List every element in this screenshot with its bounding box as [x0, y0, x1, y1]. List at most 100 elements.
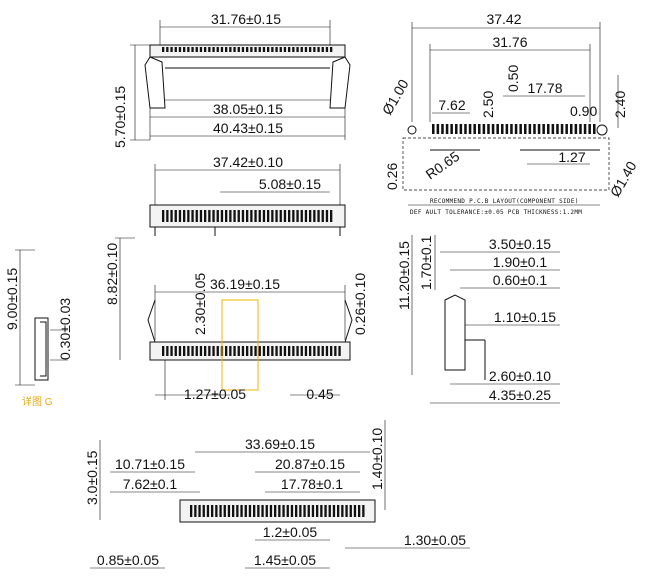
contact-pin [267, 346, 270, 356]
contact-pin [304, 346, 308, 356]
dim-pcb-gap: 0.50 [505, 65, 521, 92]
contact-pin [229, 47, 232, 52]
dim-rside-c: 0.60±0.1 [493, 272, 548, 288]
contact-pin [250, 346, 253, 356]
contact-pin [202, 505, 205, 517]
contact-pin [212, 47, 215, 52]
main-front-view: 8.82±0.10 36.19±0.15 2.30±0.05 0.26±0.10… [104, 237, 368, 402]
contact-pin [275, 346, 278, 356]
dim-side-thick: 0.30±0.03 [57, 298, 73, 360]
contact-pin [261, 505, 264, 517]
pcb-pad [501, 124, 504, 134]
contact-pin [212, 210, 215, 222]
contact-pin [267, 47, 270, 52]
contact-pin [292, 210, 295, 222]
contact-pin [341, 505, 344, 517]
contact-pin [170, 210, 173, 222]
contact-pin [362, 505, 365, 517]
contact-pin [330, 346, 333, 356]
contact-pin [257, 505, 260, 517]
contact-pin [195, 47, 198, 52]
dim-pcb-pad: 0.90 [570, 103, 597, 119]
contact-pin [241, 47, 245, 52]
contact-pin [345, 505, 348, 517]
dim-bottom-total: 33.69±0.15 [245, 436, 315, 452]
contact-pin [199, 210, 203, 222]
contact-pin [338, 346, 341, 356]
contact-pin [288, 346, 291, 356]
contact-pin [220, 47, 224, 52]
contact-pin [258, 210, 261, 222]
contact-pin [269, 505, 273, 517]
pcb-pad [487, 124, 490, 134]
contact-pin [195, 210, 198, 222]
contact-pin [253, 505, 256, 517]
contact-pin [254, 210, 257, 222]
contact-pin [282, 505, 285, 517]
contact-pin [292, 346, 295, 356]
contact-pin [216, 210, 219, 222]
contact-pin [166, 346, 169, 356]
pcb-pad [542, 124, 545, 134]
contact-pin [166, 210, 169, 222]
contact-pin [279, 346, 282, 356]
contact-pin [317, 47, 320, 52]
contact-pin [237, 210, 240, 222]
contact-pin [262, 47, 266, 52]
dim-rside-height: 11.20±0.15 [396, 241, 412, 310]
dim-pcb-radius: R0.65 [423, 148, 463, 183]
contact-pin [219, 505, 222, 517]
contact-pin [250, 210, 253, 222]
dim-bottom-right-span: 20.87±0.15 [275, 456, 345, 472]
dim-pcb-total: 37.42 [486, 11, 521, 27]
contact-pin [208, 346, 211, 356]
contact-pin [300, 210, 303, 222]
contact-pin [236, 505, 239, 517]
pcb-layout-view: 37.42 31.76 0.50 17.78 7.62 2.50 0.90 2.… [379, 11, 640, 216]
pcb-pad [432, 124, 435, 134]
contact-pin [275, 210, 278, 222]
contact-pin [220, 210, 224, 222]
dim-rside-a: 3.50±0.15 [489, 236, 551, 252]
contact-pin [229, 210, 232, 222]
contact-pin [262, 210, 266, 222]
pcb-pad [547, 124, 550, 134]
contact-pin [208, 210, 211, 222]
pcb-pad [560, 124, 564, 134]
pcb-pad [514, 124, 518, 134]
contact-pin [225, 210, 228, 222]
contact-pin [325, 47, 329, 52]
contact-pin [248, 505, 252, 517]
contact-pin [330, 210, 333, 222]
pcb-pad [482, 124, 486, 134]
contact-pin [337, 505, 340, 517]
dim-main-post: 2.30±0.05 [192, 273, 208, 335]
pcb-pad [491, 124, 495, 134]
contact-pin [183, 346, 186, 356]
contact-pin [290, 505, 294, 517]
dim-bottom-e: 0.85±0.05 [97, 552, 159, 568]
left-side-view: 9.00±0.15 0.30±0.03 详图 G [4, 249, 73, 408]
contact-pin [199, 346, 203, 356]
contact-pin [324, 505, 327, 517]
pcb-pad [510, 124, 513, 134]
contact-pin [211, 505, 214, 517]
contact-pin [241, 346, 245, 356]
pcb-pad [445, 124, 449, 134]
contact-pin [313, 346, 316, 356]
contact-pin [194, 505, 197, 517]
contact-pin [299, 505, 302, 517]
contact-pin [304, 47, 308, 52]
contact-pin [229, 346, 232, 356]
contact-pin [309, 346, 312, 356]
dim-top-width: 31.76±0.15 [211, 11, 281, 27]
contact-pin [190, 505, 193, 517]
contact-pin [208, 47, 211, 52]
contact-pin [187, 47, 190, 52]
dim-bottom-left: 10.71±0.15 [115, 456, 185, 472]
contact-pin [317, 210, 320, 222]
contact-pin [178, 346, 182, 356]
contact-pin [330, 47, 333, 52]
contact-pin [246, 346, 249, 356]
contact-pin [240, 505, 243, 517]
